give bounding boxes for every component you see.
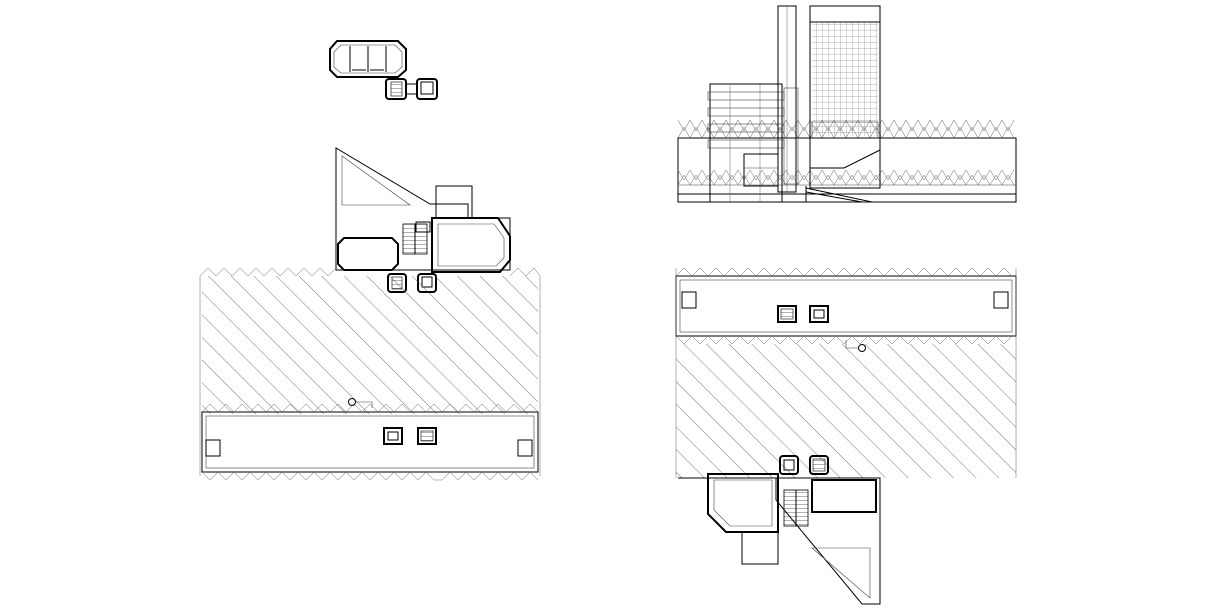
floor-plan-left bbox=[199, 147, 541, 481]
upper-floor-plan bbox=[329, 40, 438, 100]
building-elevation bbox=[677, 5, 1017, 203]
floor-plan-right bbox=[675, 267, 1017, 605]
